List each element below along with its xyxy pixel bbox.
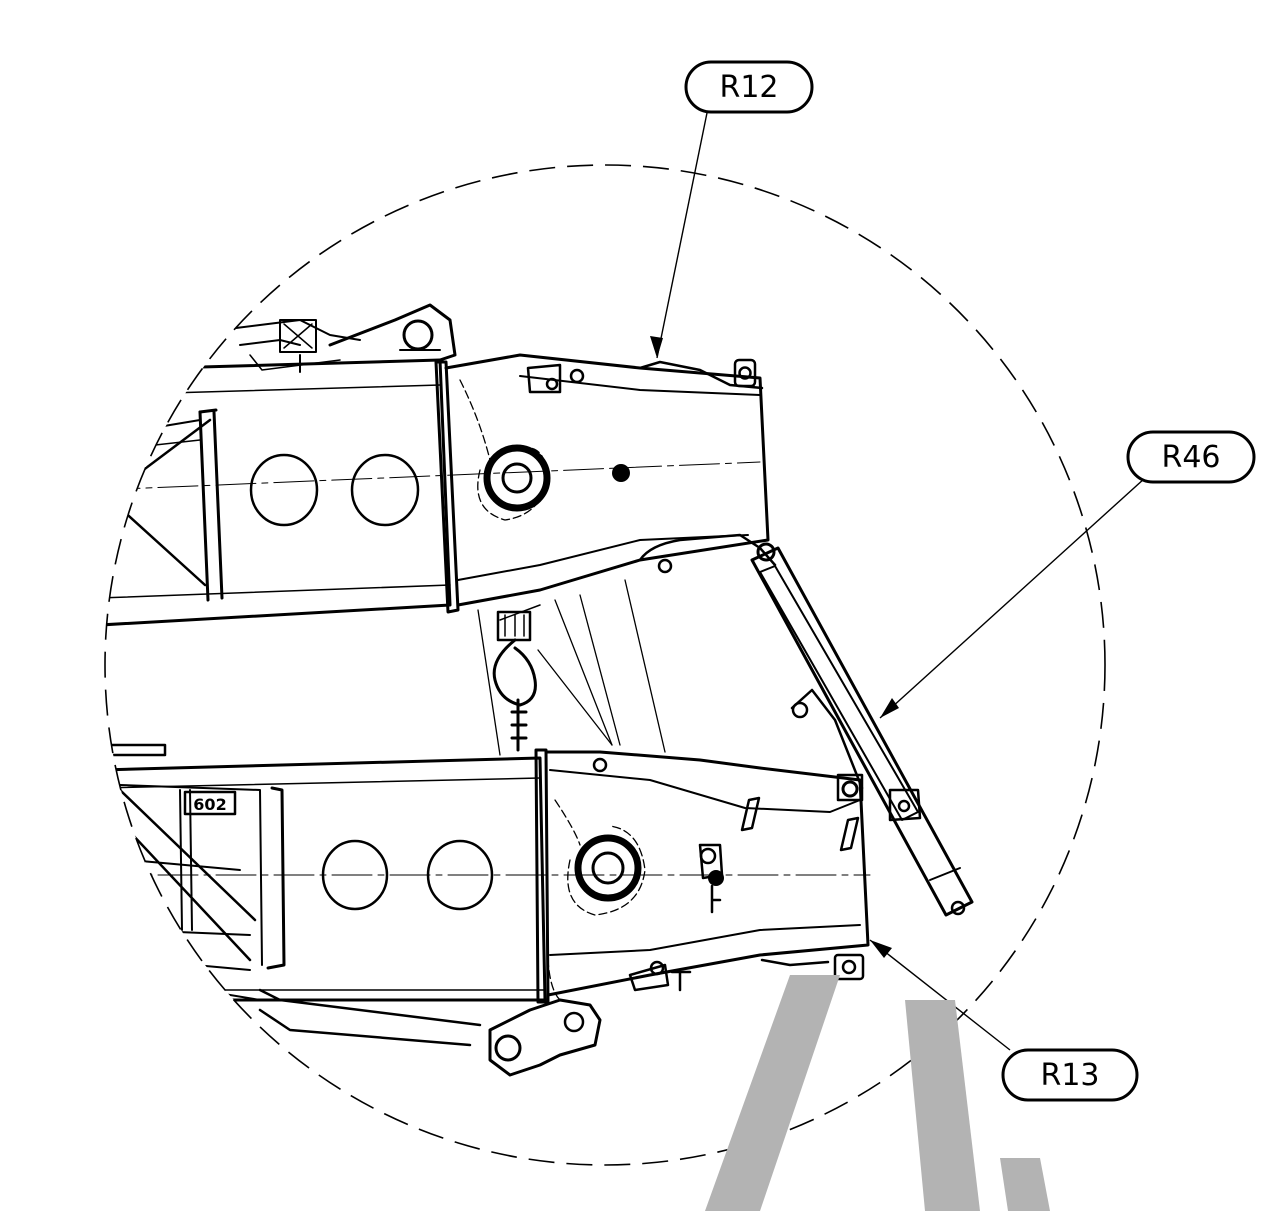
crane-boom-assembly (105, 303, 974, 1077)
plate-label: 602 (193, 795, 226, 814)
callout-r13-label: R13 (1040, 1058, 1099, 1093)
callout-r46-label: R46 (1161, 440, 1220, 475)
hook-block (477, 579, 666, 756)
watermark-slash-marks (705, 975, 1050, 1211)
detail-circle (104, 164, 1106, 1166)
callout-r12-label: R12 (719, 70, 778, 105)
callout-r46: R46 (879, 430, 1256, 719)
lower-boom-section (105, 743, 871, 1077)
hydraulic-cylinder (750, 542, 974, 917)
upper-boom-section (105, 303, 777, 627)
callout-r12: R12 (650, 60, 814, 359)
callout-r13: R13 (869, 939, 1139, 1102)
link-arm (499, 604, 864, 790)
